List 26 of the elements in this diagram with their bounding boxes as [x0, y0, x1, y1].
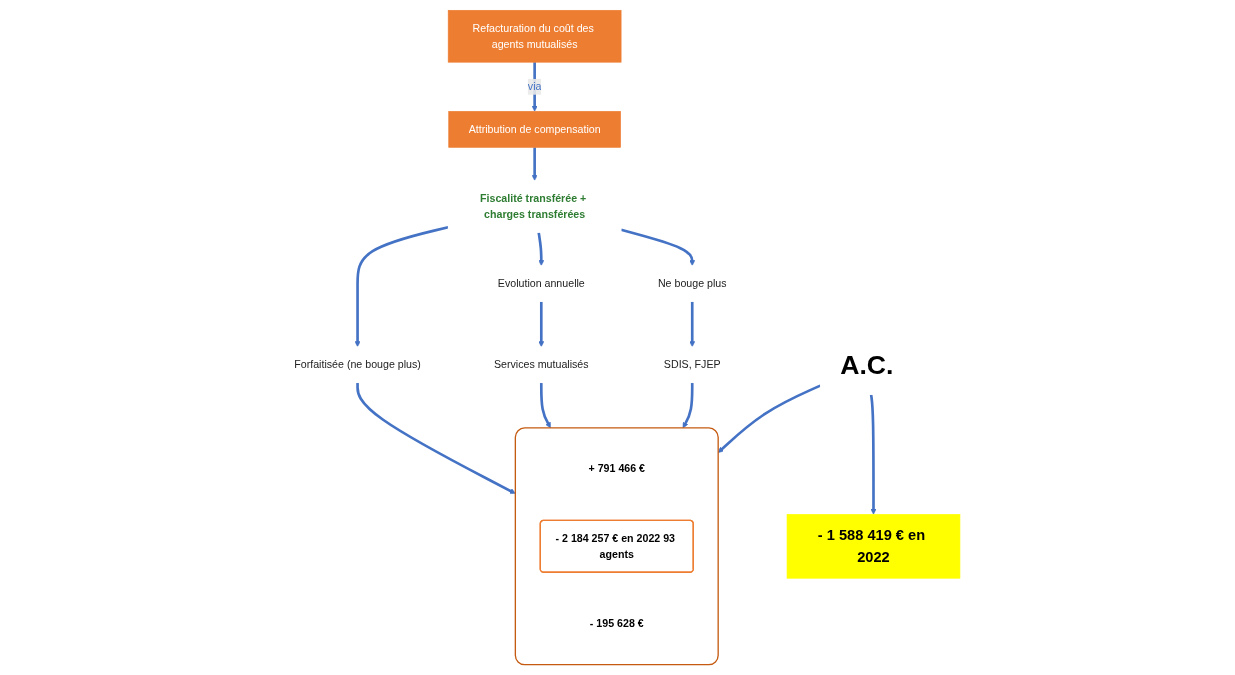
arrow: [537, 232, 545, 266]
arrow: [540, 382, 552, 429]
edge-label: via: [528, 80, 542, 93]
arrow: [870, 394, 877, 515]
arrow: [621, 228, 696, 266]
arrow: [532, 62, 538, 112]
node-text: + 791 466 €: [588, 463, 646, 475]
arrow: [355, 225, 449, 348]
arrow: [356, 382, 516, 494]
node-box: - 1 588 419 € en 2022: [787, 514, 961, 579]
node-text: A.C.: [840, 350, 894, 380]
cluster: [515, 427, 720, 666]
node-box: Attribution de compensation: [448, 111, 622, 148]
node-text: Evolution annuelle: [498, 277, 586, 289]
arrow: [689, 301, 696, 348]
arrow: [683, 382, 694, 429]
node-text: Ne bouge plus: [658, 277, 727, 289]
arrow: [532, 147, 538, 181]
arrow: [538, 301, 545, 348]
node-text: Services mutualisés: [494, 358, 589, 371]
arrow: [718, 384, 822, 453]
node-text: Forfaitisée (ne bouge plus): [294, 358, 422, 371]
node-text: - 195 628 €: [590, 617, 645, 629]
node-box: Refacturation du coût des agents mutualisés: [448, 10, 622, 63]
node-text: Fiscalité transférée + charges transférées: [480, 192, 587, 220]
node-text: SDIS, FJEP: [664, 358, 721, 371]
